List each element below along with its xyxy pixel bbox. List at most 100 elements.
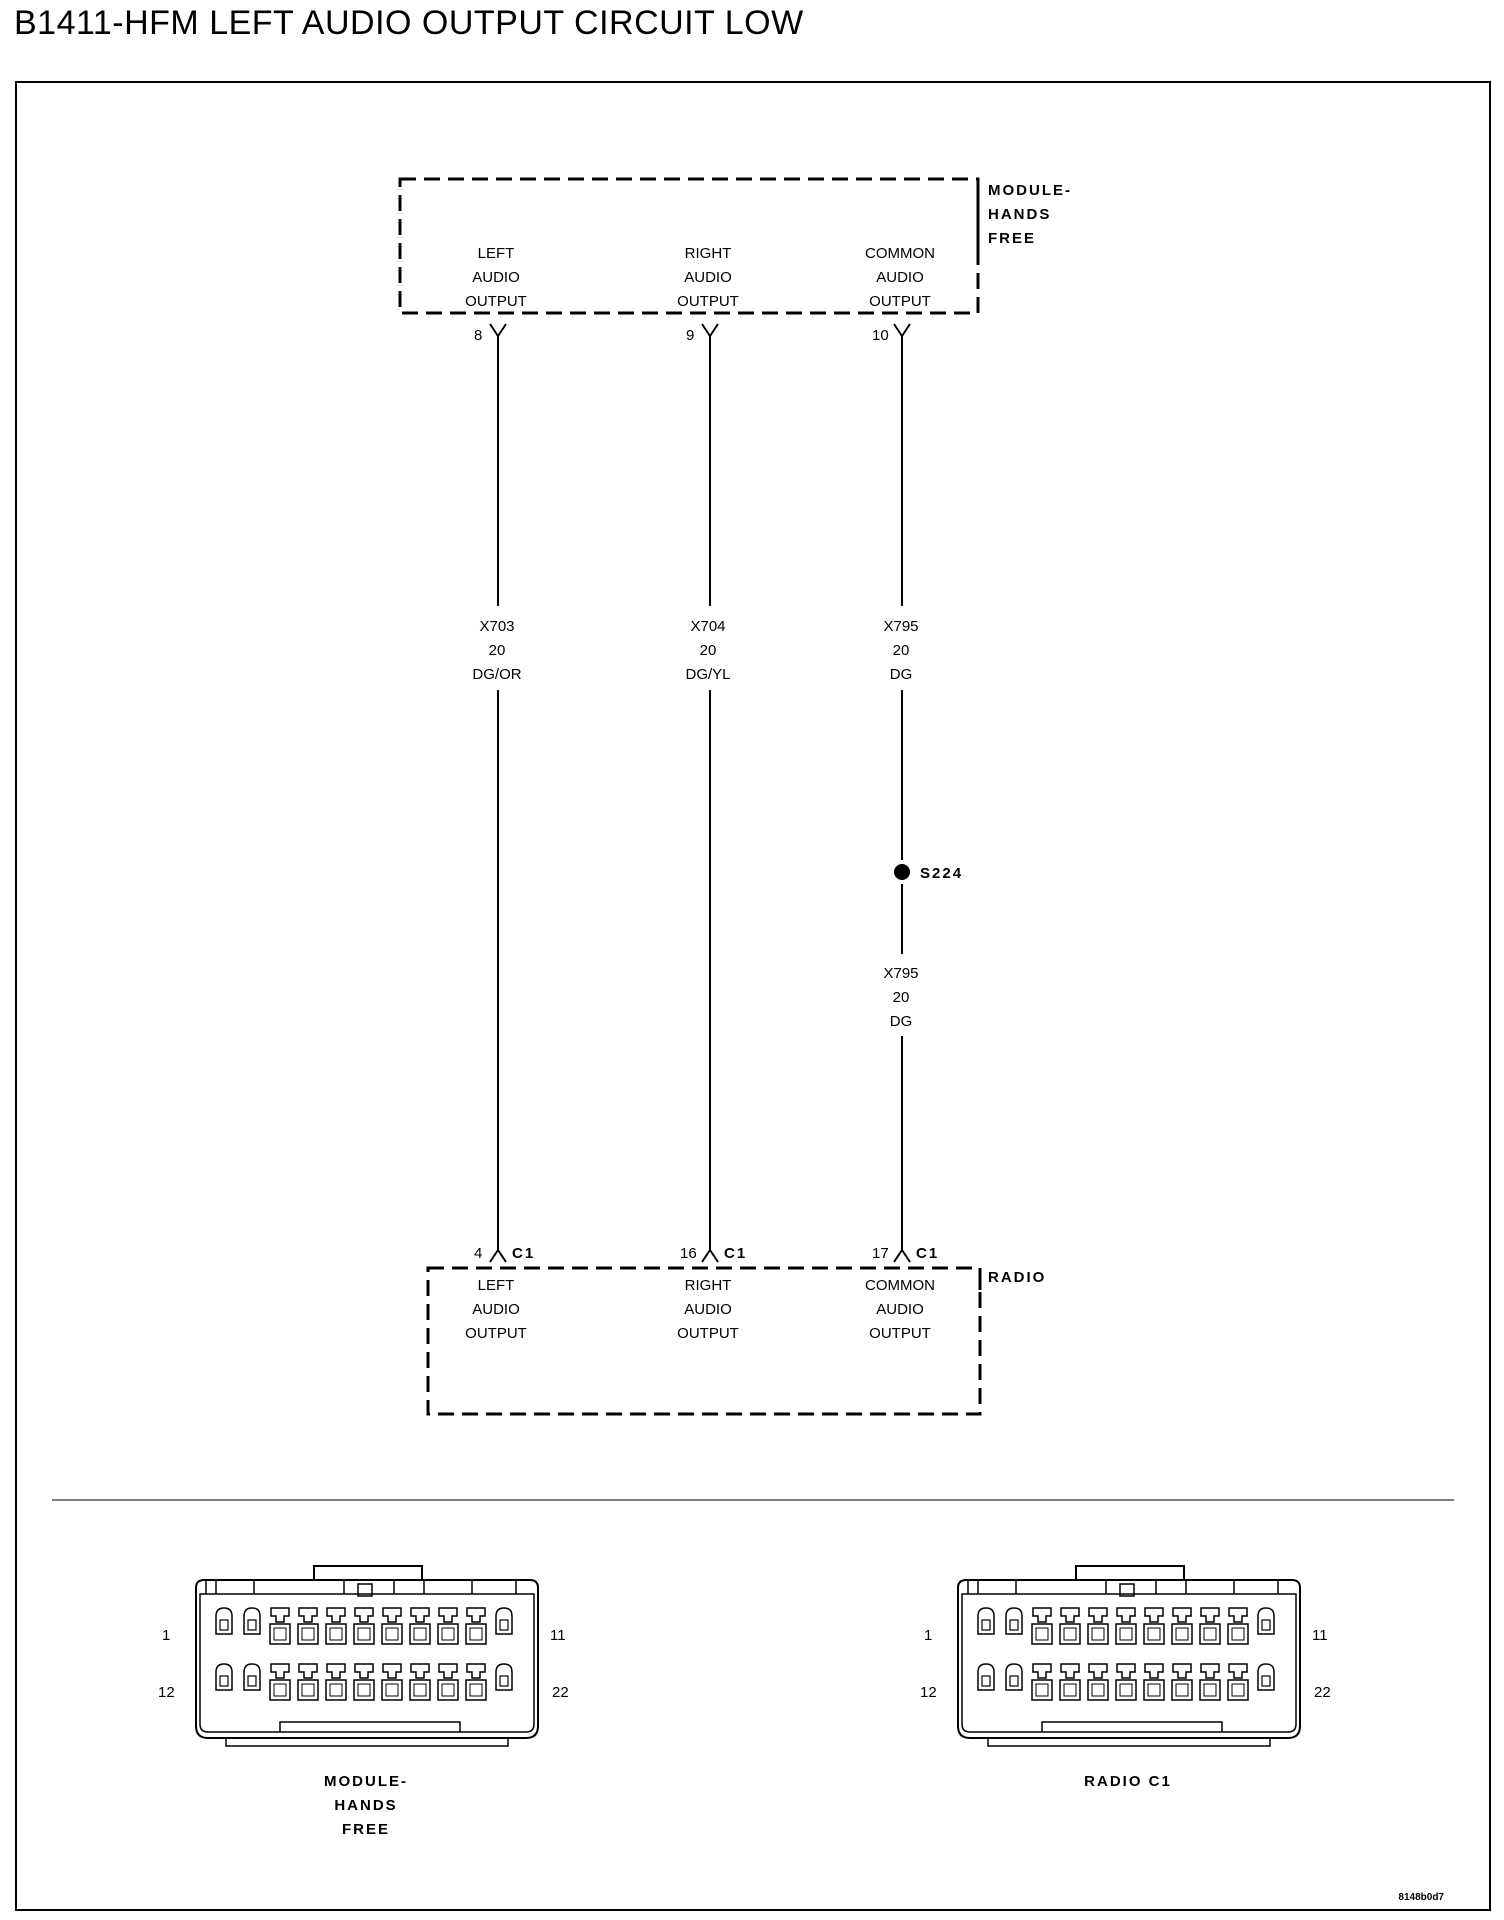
pin-cavity-square bbox=[1199, 1679, 1221, 1701]
pin-cavity-square-inner bbox=[1203, 1627, 1217, 1641]
pin-terminal bbox=[1200, 1607, 1220, 1623]
pin-cavity-inner bbox=[1261, 1675, 1271, 1687]
pin-cavity-square bbox=[353, 1623, 375, 1645]
pin-terminal bbox=[1144, 1607, 1164, 1623]
pin-cavity-square bbox=[1227, 1679, 1249, 1701]
radio-pin-number-4: 4 bbox=[474, 1245, 482, 1262]
hfm-pin-number-8: 8 bbox=[474, 327, 482, 344]
radio-pin17-label3: OUTPUT bbox=[869, 1325, 931, 1342]
radio-pin16-label2: AUDIO bbox=[684, 1301, 732, 1318]
pin-cavity-square-inner bbox=[1091, 1627, 1105, 1641]
pin-cavity-square-inner bbox=[1119, 1627, 1133, 1641]
hfm-face-pin12-label: 12 bbox=[158, 1684, 175, 1701]
pin-cavity-inner bbox=[219, 1675, 229, 1687]
radio-face-pin1-label: 1 bbox=[924, 1627, 932, 1644]
pin-cavity-square bbox=[1143, 1679, 1165, 1701]
pin-terminal bbox=[270, 1607, 290, 1623]
wire-x704-gauge: 20 bbox=[700, 642, 717, 659]
pin-cavity bbox=[243, 1663, 261, 1691]
pin-cavity-square-inner bbox=[1231, 1627, 1245, 1641]
pin-cavity-square bbox=[325, 1679, 347, 1701]
wire-x703-color: DG/OR bbox=[472, 666, 521, 683]
radio-pin16-connector: C1 bbox=[724, 1245, 747, 1262]
connector-foot bbox=[225, 1738, 509, 1747]
pin-cavity-square bbox=[353, 1679, 375, 1701]
connector-bottom-rail bbox=[1041, 1721, 1223, 1732]
pin-terminal bbox=[1088, 1663, 1108, 1679]
pin-cavity-square bbox=[325, 1623, 347, 1645]
connector-inner bbox=[199, 1593, 535, 1733]
pin-terminal bbox=[326, 1663, 346, 1679]
pin-terminal bbox=[1032, 1607, 1052, 1623]
pin-terminal bbox=[298, 1663, 318, 1679]
pin-cavity-square bbox=[1059, 1623, 1081, 1645]
pin-cavity-square-inner bbox=[301, 1627, 315, 1641]
pin-cavity-inner bbox=[1009, 1675, 1019, 1687]
hfm-terminal-9-icon bbox=[701, 323, 719, 338]
connector-foot bbox=[987, 1738, 1271, 1747]
connector-latch-window bbox=[1119, 1583, 1135, 1597]
wire-x795-gauge: 20 bbox=[893, 642, 910, 659]
radio-pin4-connector: C1 bbox=[512, 1245, 535, 1262]
pin-cavity-inner bbox=[219, 1619, 229, 1631]
hfm-name-line2: HANDS bbox=[988, 206, 1051, 223]
pin-cavity bbox=[495, 1607, 513, 1635]
pin-cavity bbox=[1005, 1663, 1023, 1691]
hfm-caption-line2: HANDS bbox=[334, 1797, 397, 1814]
radio-terminal-16-icon bbox=[701, 1248, 719, 1263]
pin-cavity bbox=[1257, 1607, 1275, 1635]
pin-terminal bbox=[1116, 1607, 1136, 1623]
pin-terminal bbox=[410, 1663, 430, 1679]
pin-cavity-square bbox=[269, 1679, 291, 1701]
pin-cavity-inner bbox=[981, 1675, 991, 1687]
hfm-pin8-label1: LEFT bbox=[478, 245, 515, 262]
radio-pin-labels: LEFT AUDIO OUTPUT RIGHT AUDIO OUTPUT COM… bbox=[465, 1277, 935, 1342]
pin-cavity-square bbox=[269, 1623, 291, 1645]
radio-terminal-4-icon bbox=[489, 1248, 507, 1263]
pin-terminal bbox=[1228, 1663, 1248, 1679]
pin-cavity-square-inner bbox=[329, 1683, 343, 1697]
wire-x703-circuit: X703 bbox=[479, 618, 514, 635]
page-title: B1411-HFM LEFT AUDIO OUTPUT CIRCUIT LOW bbox=[14, 4, 804, 42]
connector-bottom-rail bbox=[279, 1721, 461, 1732]
hfm-pin10-label2: AUDIO bbox=[876, 269, 924, 286]
pin-cavity-square-inner bbox=[1063, 1627, 1077, 1641]
pin-cavity-square bbox=[1059, 1679, 1081, 1701]
pin-cavity-square bbox=[1171, 1623, 1193, 1645]
radio-face-pin22-label: 22 bbox=[1314, 1684, 1331, 1701]
wire-x795-color: DG bbox=[890, 666, 913, 683]
pin-cavity-square-inner bbox=[1231, 1683, 1245, 1697]
pin-terminal bbox=[438, 1607, 458, 1623]
pin-cavity-square bbox=[409, 1623, 431, 1645]
pin-cavity-square-inner bbox=[273, 1627, 287, 1641]
pin-terminal bbox=[1228, 1607, 1248, 1623]
pin-cavity-square bbox=[465, 1623, 487, 1645]
pin-terminal bbox=[1060, 1607, 1080, 1623]
connector-latch-inner bbox=[343, 1579, 395, 1594]
hfm-pin10-label3: OUTPUT bbox=[869, 293, 931, 310]
connector-latch-inner bbox=[1105, 1579, 1157, 1594]
radio-pin16-label3: OUTPUT bbox=[677, 1325, 739, 1342]
radio-terminal-17-icon bbox=[893, 1248, 911, 1263]
pin-terminal bbox=[1088, 1607, 1108, 1623]
connector-body bbox=[195, 1579, 539, 1739]
radio-pin-number-17: 17 bbox=[872, 1245, 889, 1262]
pin-cavity-square bbox=[1087, 1679, 1109, 1701]
hfm-pin9-label3: OUTPUT bbox=[677, 293, 739, 310]
pin-cavity-square bbox=[1031, 1623, 1053, 1645]
pin-cavity-inner bbox=[1009, 1619, 1019, 1631]
pin-terminal bbox=[438, 1663, 458, 1679]
hfm-module-box bbox=[398, 177, 980, 315]
pin-cavity-square-inner bbox=[1091, 1683, 1105, 1697]
pin-cavity bbox=[1257, 1663, 1275, 1691]
radio-face-pin11-label: 11 bbox=[1312, 1627, 1328, 1644]
pin-cavity-square bbox=[297, 1679, 319, 1701]
radio-c1-caption: RADIO C1 bbox=[1084, 1773, 1172, 1790]
wire-x704-circuit: X704 bbox=[690, 618, 725, 635]
pin-cavity-square bbox=[1031, 1679, 1053, 1701]
pin-cavity-square bbox=[1199, 1623, 1221, 1645]
pin-terminal bbox=[354, 1607, 374, 1623]
connector-inner bbox=[961, 1593, 1297, 1733]
wire-x795b-color: DG bbox=[890, 1013, 913, 1030]
